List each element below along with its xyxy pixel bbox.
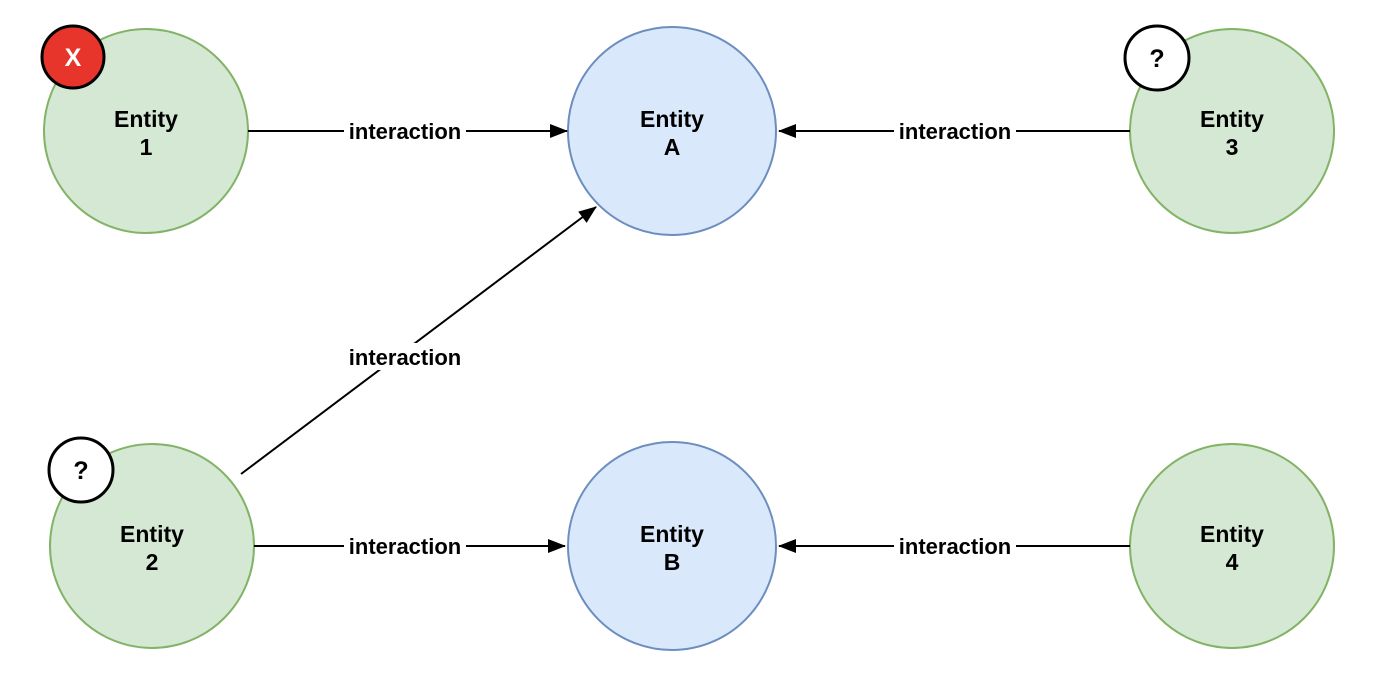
edge-entity4-to-entityB-label[interactable]: interaction: [899, 534, 1011, 559]
edge-entity1-to-entityA-label[interactable]: interaction: [349, 119, 461, 144]
edge-label-bg: [344, 118, 466, 144]
node-entity-a[interactable]: Entity A: [567, 26, 777, 236]
entity-3-label-line1: Entity: [1200, 106, 1264, 132]
question-mark-icon: ?: [1149, 45, 1164, 73]
entity-2-label-line1: Entity: [120, 521, 184, 547]
question-badge-circle[interactable]: [1123, 24, 1191, 92]
edge-entity3-to-entityA[interactable]: interaction: [778, 118, 1130, 144]
question-mark-icon: ?: [73, 457, 88, 485]
edge-label-bg: [344, 533, 466, 559]
edge-entity2-to-entityB[interactable]: interaction: [254, 533, 566, 559]
edge-entity2-to-entityA[interactable]: interaction: [240, 206, 597, 475]
entity-b-label-line2: B: [664, 549, 681, 575]
node-entity-b[interactable]: Entity B: [567, 441, 777, 651]
entity-a-label-line1: Entity: [640, 106, 704, 132]
badge-question-entity-3[interactable]: ?: [1123, 24, 1191, 92]
edge-label-bg: [344, 343, 466, 370]
entity-3-label-line2: 3: [1226, 134, 1239, 160]
entity-4-label-line2: 4: [1226, 549, 1239, 575]
entity-4-label-line1: Entity: [1200, 521, 1264, 547]
entity-a-circle[interactable]: [567, 26, 777, 236]
entity-1-label-line1: Entity: [114, 106, 178, 132]
entity-1-label-line2: 1: [140, 134, 153, 160]
entity-a-label-line2: A: [664, 134, 681, 160]
edge-entity1-to-entityA[interactable]: interaction: [248, 118, 568, 144]
edge-entity3-to-entityA-label[interactable]: interaction: [899, 119, 1011, 144]
entity-b-label-line1: Entity: [640, 521, 704, 547]
edge-entity2-to-entityB-label[interactable]: interaction: [349, 534, 461, 559]
question-badge-circle[interactable]: [47, 436, 115, 504]
entity-b-circle[interactable]: [567, 441, 777, 651]
node-entity-4[interactable]: Entity 4: [1129, 443, 1335, 649]
edge-entity2-to-entityA-line[interactable]: [240, 206, 597, 475]
edge-entity4-to-entityB[interactable]: interaction: [778, 533, 1130, 559]
error-badge-circle[interactable]: [40, 24, 106, 90]
edge-label-bg: [894, 533, 1016, 559]
edge-entity2-to-entityA-label[interactable]: interaction: [349, 345, 461, 370]
edge-label-bg: [894, 118, 1016, 144]
error-x-icon: X: [65, 44, 82, 72]
badge-question-entity-2[interactable]: ?: [47, 436, 115, 504]
badge-error-entity-1[interactable]: X: [40, 24, 106, 90]
entity-2-label-line2: 2: [146, 549, 159, 575]
